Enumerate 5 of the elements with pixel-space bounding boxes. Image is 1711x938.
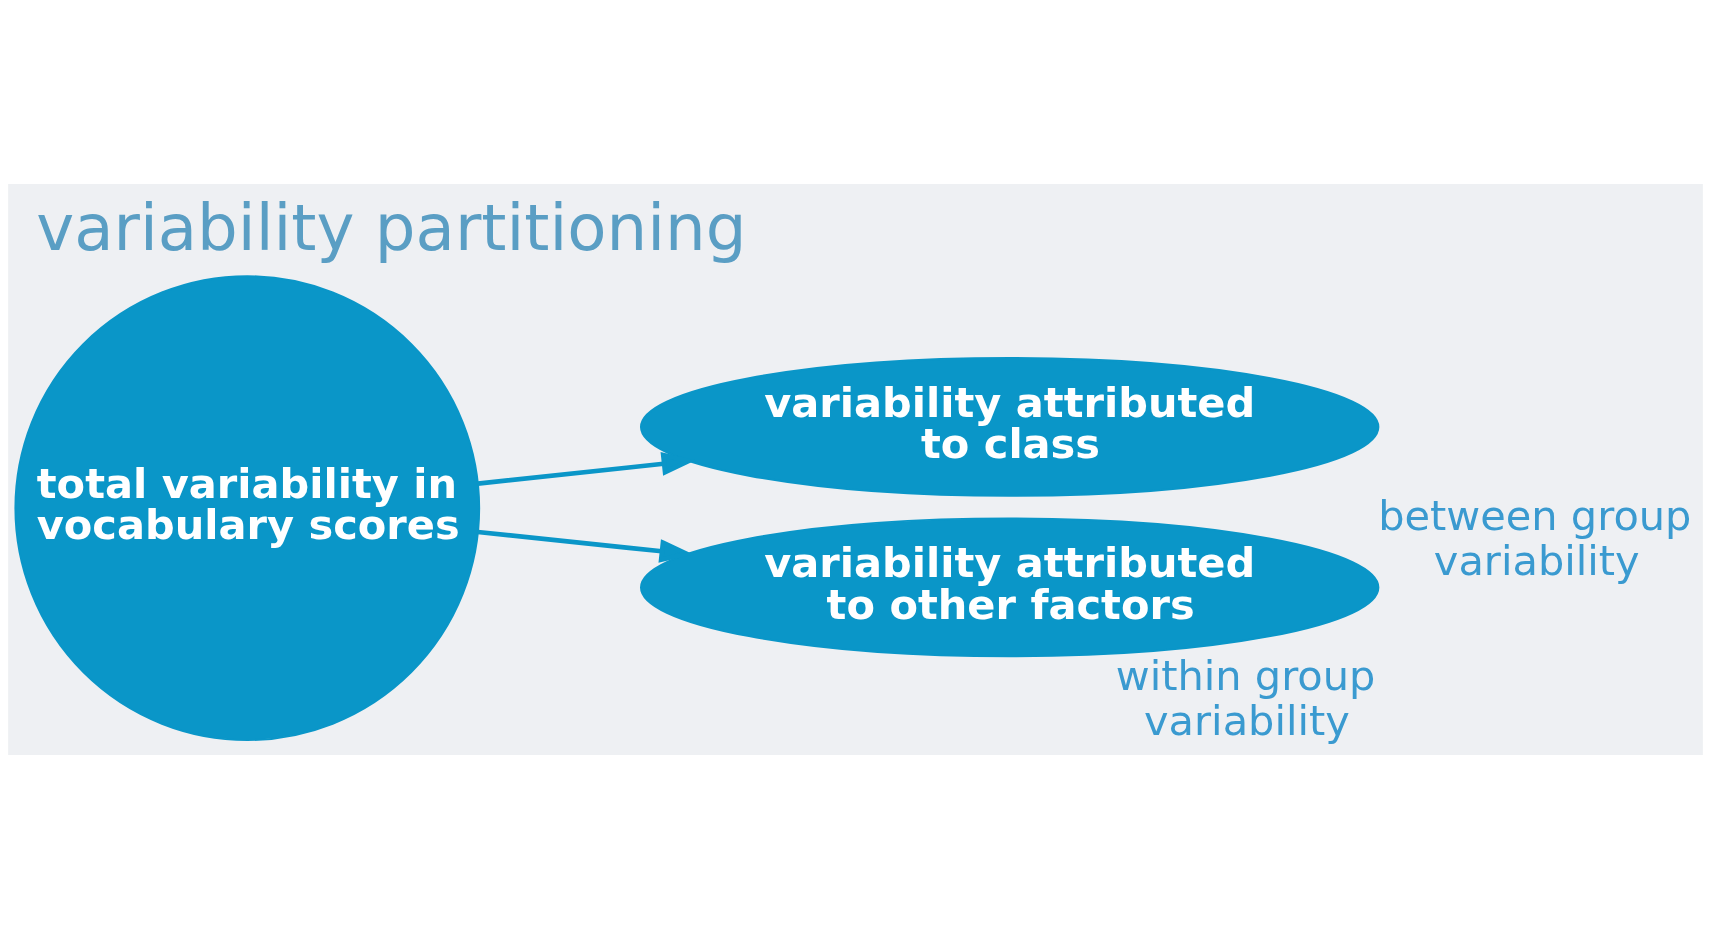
diagram-title: variability partitioning xyxy=(36,189,747,265)
node-label: between group variability xyxy=(1378,490,1692,585)
node-circle: total variability in vocabulary scores xyxy=(14,274,481,741)
node-ellipse: variability attributed to other factors xyxy=(640,517,1380,657)
node-ellipse: variability attributed to class xyxy=(640,356,1380,497)
